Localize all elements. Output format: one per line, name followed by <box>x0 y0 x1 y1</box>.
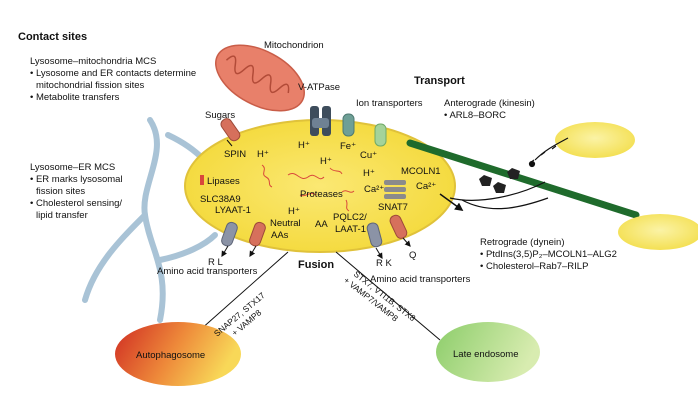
autophagosome <box>115 322 241 386</box>
pqlc2-label: PQLC2/ <box>333 212 367 223</box>
lyso-er-title: Lysosome–ER MCS <box>30 162 115 173</box>
substrate-squiggles <box>261 164 355 212</box>
vatpase-label: V-ATPase <box>298 82 340 93</box>
lyso-er-bullet-2b: lipid transfer <box>36 210 88 221</box>
vesicle-top <box>555 122 635 158</box>
aa-label: AA <box>315 219 328 230</box>
retrograde-title: Retrograde (dynein) <box>480 237 565 248</box>
h-plus-4: H⁺ <box>363 168 375 179</box>
transport-arrows <box>221 139 411 260</box>
q-label: Q <box>409 250 416 261</box>
lyso-mito-bullet-1b: mitochondrial fission sites <box>36 80 144 91</box>
h-plus-2: H⁺ <box>298 140 310 151</box>
fusion-label: Fusion <box>298 259 334 271</box>
late-endosome <box>436 322 540 382</box>
late-endosome-label: Late endosome <box>453 349 519 360</box>
h-plus-5: H⁺ <box>288 206 300 217</box>
kinesin-motor <box>528 137 569 168</box>
lyso-mito-bullet-1a: • Lysosome and ER contacts determine <box>30 68 196 79</box>
h-plus-1: H⁺ <box>257 149 269 160</box>
lyso-er-bullet-1a: • ER marks lysosomal <box>30 174 123 185</box>
anterograde-title: Anterograde (kinesin) <box>444 98 535 109</box>
rl-label: R L <box>208 257 223 268</box>
spin-transporter-icon <box>220 118 241 142</box>
fe-label: Fe⁺ <box>340 141 356 152</box>
dynein-motor <box>439 168 549 211</box>
slc38a9-label: SLC38A9 <box>200 194 241 205</box>
rk-label: R K <box>376 258 393 269</box>
aa-transporters-left: Amino acid transporters <box>157 266 258 277</box>
ion-transporters-label: Ion transporters <box>356 98 423 109</box>
snat7-transporter-icon <box>389 214 408 239</box>
mitochondrion-label: Mitochondrion <box>264 40 324 51</box>
microtubule <box>406 139 640 219</box>
lyso-er-bullet-1b: fission sites <box>36 186 85 197</box>
mcoln1-channel-icon <box>384 180 406 199</box>
lyaat1-label: LYAAT-1 <box>215 205 251 216</box>
retrograde-bullet-2: • Cholesterol–Rab7–RILP <box>480 261 588 272</box>
slc38a9-transporter-icon <box>221 221 238 247</box>
contact-sites-heading: Contact sites <box>18 31 87 43</box>
lipases-label: Lipases <box>207 176 240 187</box>
proteases-label: Proteases <box>300 189 343 200</box>
ca-outside-label: Ca²⁺ <box>416 181 436 192</box>
endoplasmic-reticulum <box>82 117 223 323</box>
anterograde-bullet-1: • ARL8–BORC <box>444 110 506 121</box>
autophagosome-label: Autophagosome <box>136 350 205 361</box>
lyso-mito-bullet-2: • Metabolite transfers <box>30 92 120 103</box>
aas-label: AAs <box>271 230 289 241</box>
v-atpase-icon <box>310 106 331 136</box>
laat1-label: LAAT-1 <box>335 224 366 235</box>
vesicle-right <box>618 214 698 250</box>
aa-transporters-right: Amino acid transporters <box>370 274 471 285</box>
cu-transporter-icon <box>374 123 387 147</box>
mitochondrion <box>215 44 305 112</box>
pqlc2-transporter-icon <box>366 222 383 248</box>
fusion-lines <box>199 251 441 341</box>
lipase-marker-icon <box>200 175 204 185</box>
spin-label: SPIN <box>224 149 246 160</box>
sugars-label: Sugars <box>205 110 235 121</box>
lyaat1-transporter-icon <box>249 221 266 247</box>
retrograde-bullet-1: • PtdIns(3,5)P₂–MCOLN1–ALG2 <box>480 249 617 260</box>
lyso-mito-title: Lysosome–mitochondria MCS <box>30 56 156 67</box>
snat7-label: SNAT7 <box>378 202 408 213</box>
fe-transporter-icon <box>342 113 355 137</box>
neutral-label: Neutral <box>270 218 301 229</box>
ca-inside-label: Ca²⁺ <box>364 184 384 195</box>
mcoln1-label: MCOLN1 <box>401 166 441 177</box>
h-plus-3: H⁺ <box>320 156 332 167</box>
cu-label: Cu⁺ <box>360 150 377 161</box>
transport-heading: Transport <box>414 75 465 87</box>
lyso-er-bullet-2a: • Cholesterol sensing/ <box>30 198 122 209</box>
